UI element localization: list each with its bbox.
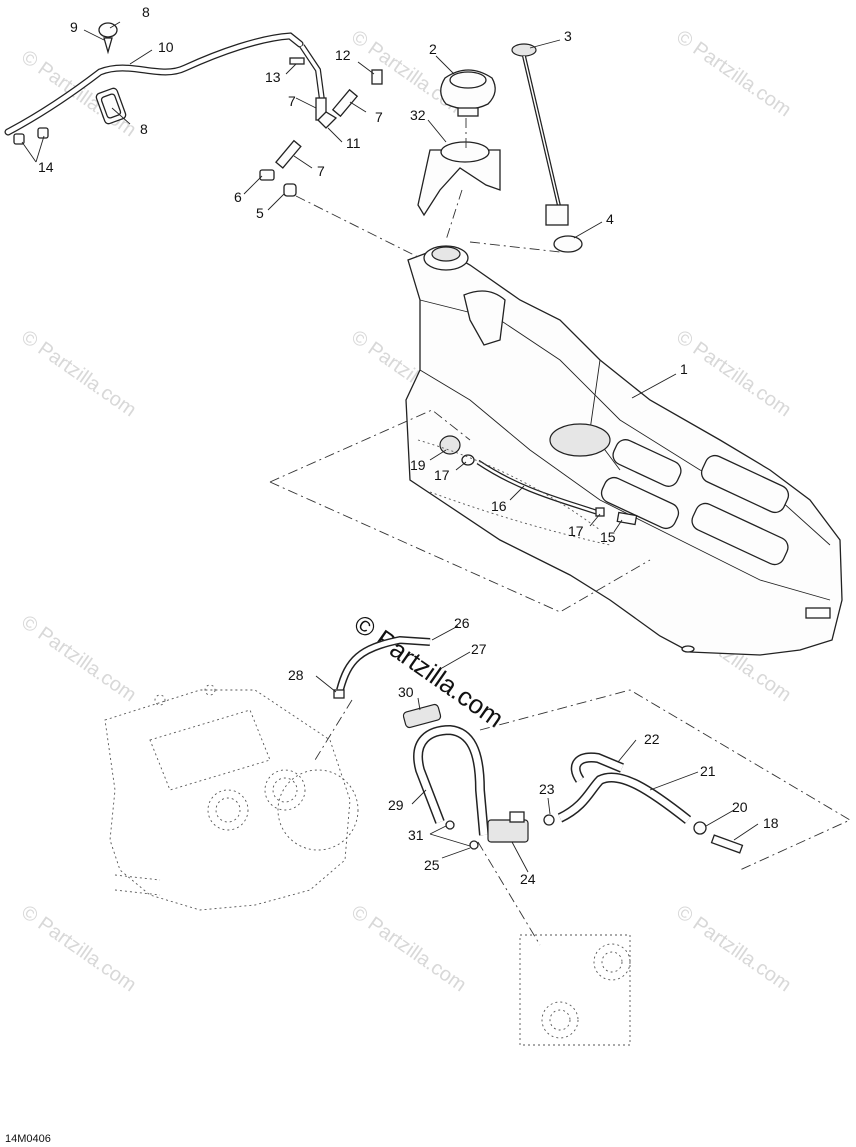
fitting [469,840,479,850]
fuel-valve [487,819,529,843]
callout-9: 9 [70,19,78,35]
vent-cap [37,127,49,139]
callout-17: 17 [434,467,450,483]
callout-20: 20 [732,799,748,815]
watermark: © Partzilla.com [672,901,795,996]
callout-6: 6 [234,189,242,205]
callout-31: 31 [408,827,424,843]
callout-32: 32 [410,107,426,123]
fitting [289,57,305,65]
watermark: © Partzilla.com [17,46,140,141]
tank-pump-flange [549,423,611,457]
callout-11: 11 [346,135,361,151]
tank-sender-port [463,290,506,346]
lower-fuel-lines [333,635,744,854]
vent-cap [13,133,25,145]
callout-24: 24 [520,871,536,887]
callout-29: 29 [388,797,404,813]
watermark: © Partzilla.com [17,901,140,996]
engine [104,684,359,911]
leader-lines [21,21,759,873]
diagram-code: 14M0406 [5,1133,51,1145]
callout-30: 30 [398,684,414,700]
check-valve [371,69,383,85]
watermark: © Partzilla.com [347,901,470,996]
callout-1: 1 [680,361,688,377]
callouts: 1 2 3 4 5 6 7 7 7 8 8 9 10 11 12 13 14 1… [38,4,779,887]
callout-4: 4 [606,211,614,227]
hose-segment [331,88,359,118]
fuel-tank [405,245,843,656]
assembly-lines [269,118,851,946]
clamp [693,821,707,835]
fuel-cap [440,69,496,117]
callout-16: 16 [491,498,507,514]
callout-10: 10 [158,39,174,55]
callout-21: 21 [700,763,716,779]
watermark: © Partzilla.com [672,326,795,421]
clamp [333,689,345,699]
callout-23: 23 [539,781,555,797]
callout-8: 8 [142,4,150,20]
spring [402,703,442,729]
callout-22: 22 [644,731,660,747]
fuel-gauge-sender [511,43,583,253]
callout-14: 14 [38,159,54,175]
callout-18: 18 [763,815,779,831]
watermark: © Partzilla.com [17,326,140,421]
callout-28: 28 [288,667,304,683]
watermark: © Partzilla.com [17,611,140,706]
callout-8: 8 [140,121,148,137]
callout-5: 5 [256,205,264,221]
callout-3: 3 [564,28,572,44]
clamp [595,507,605,517]
callout-25: 25 [424,857,440,873]
callout-19: 19 [410,457,426,473]
callout-26: 26 [454,615,470,631]
callout-17: 17 [568,523,584,539]
grommet [553,235,583,253]
clamp [543,814,555,826]
t-fitting [317,111,338,129]
callout-27: 27 [471,641,487,657]
grommet [283,183,297,197]
hose-segment [275,139,302,169]
fitting [445,820,455,830]
callout-7: 7 [375,109,383,125]
callout-2: 2 [429,41,437,57]
callout-15: 15 [600,529,616,545]
callout-7: 7 [288,93,296,109]
callout-13: 13 [265,69,281,85]
vent-hose-assembly [4,22,383,197]
cap-holder [417,141,501,217]
grommet [439,435,461,455]
watermark: © Partzilla.com [672,26,795,121]
elbow-fitting [259,169,275,181]
filter [616,511,638,526]
fuel-pickup [710,834,744,854]
callout-7: 7 [317,163,325,179]
carburetors [519,934,631,1046]
callout-12: 12 [335,47,351,63]
